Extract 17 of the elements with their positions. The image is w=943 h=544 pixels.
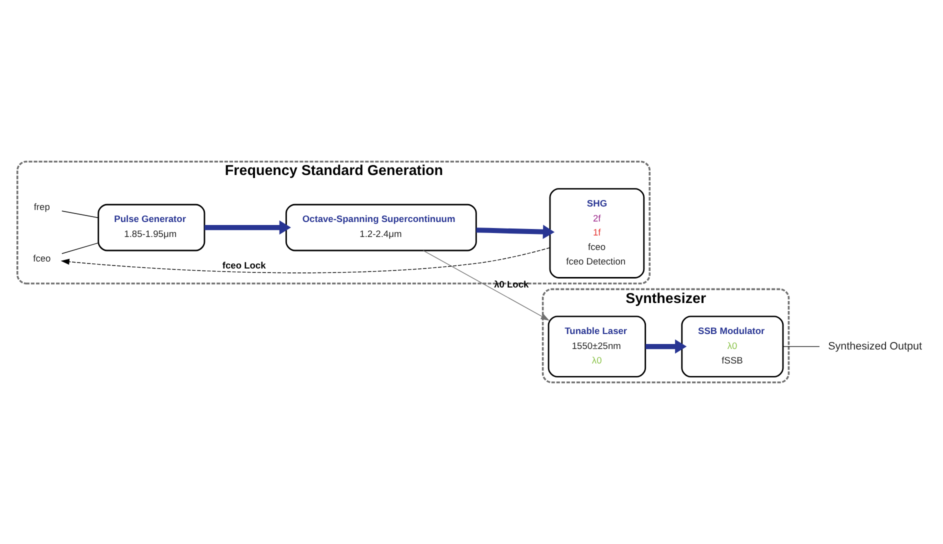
node-text: fceo bbox=[33, 254, 51, 264]
node-box: Octave-Spanning Supercontinuum 1.2-2.4μm bbox=[285, 204, 477, 252]
node-box: SHG 2f 1f fceo fceo Detection bbox=[549, 188, 645, 278]
node-text: Synthesized Output bbox=[828, 340, 922, 352]
arrow bbox=[422, 250, 550, 321]
node-box: SSB Modulator λ0 fSSB bbox=[681, 316, 784, 378]
arrow bbox=[60, 247, 550, 274]
arrow bbox=[646, 339, 687, 354]
node-box: Pulse Generator 1.85-1.95μm bbox=[98, 204, 206, 252]
connector bbox=[62, 242, 99, 254]
connector bbox=[782, 346, 820, 347]
arrow bbox=[476, 224, 555, 239]
arrow bbox=[204, 220, 291, 235]
edge-label: fceo Lock bbox=[222, 260, 266, 271]
node-text: frep bbox=[34, 202, 50, 212]
node-box: Tunable Laser 1550±25nm λ0 bbox=[548, 316, 646, 378]
connector bbox=[62, 210, 99, 218]
